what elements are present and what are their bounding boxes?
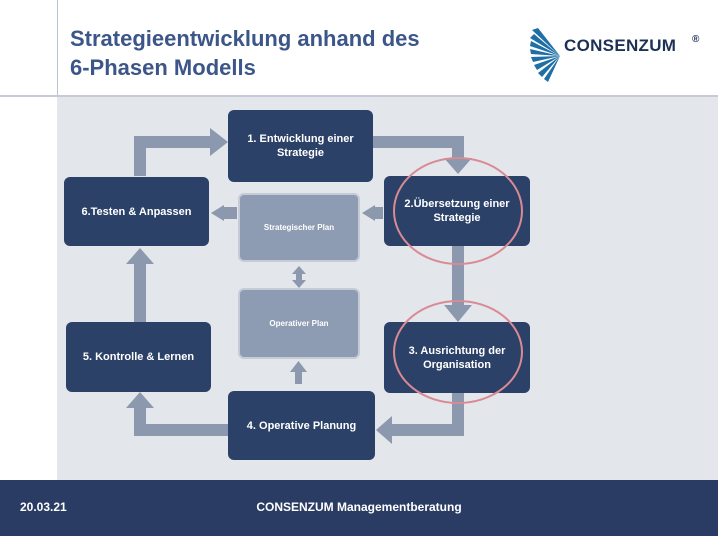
highlight-circle-phase-2 (393, 157, 523, 265)
arrowhead-5-to-6 (126, 248, 154, 264)
phase-3-line-1: 3. Ausrichtung der (408, 344, 506, 357)
phase-6-box: 6.Testen & Anpassen (64, 177, 209, 246)
operative-plan-label: Operativer Plan (269, 319, 329, 328)
arrowhead-2-to-3 (444, 305, 472, 322)
plan-connector-down (292, 280, 306, 288)
plan-connector-shaft (296, 272, 302, 282)
arrow-6-to-1 (134, 136, 210, 176)
arrowhead-6-to-1 (210, 128, 228, 156)
phase-6-line-1: 6.Testen & Anpassen (81, 205, 192, 218)
diagram-panel (57, 97, 718, 480)
phase-1-line-1: 1. Entwicklung einer (247, 133, 354, 145)
arrow-1-to-2 (372, 136, 464, 160)
phase-2-box: 2.Übersetzung einer Strategie (384, 176, 530, 246)
consenzum-fan-logo-icon (530, 28, 560, 82)
arrowhead-1-to-2 (444, 158, 472, 174)
strategic-plan-box: Strategischer Plan (238, 193, 360, 262)
arrowhead-4-to-operative (290, 361, 307, 372)
phase-1-line-2: Strategie (276, 147, 325, 159)
arrowhead-3-to-4 (376, 416, 392, 444)
footer-date: 20.03.21 (20, 500, 67, 514)
consenzum-logo: CONSENZUM ® (530, 26, 711, 86)
arrow-3-to-4 (388, 392, 464, 436)
phase-3-box: 3. Ausrichtung der Organisation (384, 322, 530, 393)
phase-1-box: 1. Entwicklung einer Strategie (228, 110, 373, 182)
footer-bar: 20.03.21 CONSENZUM Managementberatung (0, 480, 718, 536)
phase-5-line-1: 5. Kontrolle & Lernen (82, 351, 195, 363)
phase-4-line-1: 4. Operative Planung (246, 419, 357, 432)
logo-text: CONSENZUM (564, 36, 677, 55)
flow-arrows (126, 128, 472, 444)
footer-company: CONSENZUM Managementberatung (256, 500, 462, 514)
arrowhead-strategic-to-6 (211, 205, 224, 221)
title-line-2: 6-Phasen Modells (70, 55, 256, 80)
phase-2-line-1: 2.Übersetzung einer (404, 198, 510, 210)
highlight-circles (393, 157, 523, 404)
arrow-4-to-operative-shaft (295, 370, 302, 384)
arrowhead-2-to-strategic (362, 205, 375, 221)
phase-3-line-2: Organisation (423, 358, 491, 371)
strategic-plan-label: Strategischer Plan (263, 223, 335, 232)
phase-4-box: 4. Operative Planung (228, 391, 375, 460)
plan-connector-up (292, 266, 306, 274)
highlight-circle-phase-3 (393, 300, 523, 404)
phase-5-box: 5. Kontrolle & Lernen (66, 322, 211, 392)
logo-registered-mark: ® (692, 34, 700, 45)
slide-title: Strategieentwicklung anhand des 6-Phasen… (70, 24, 490, 82)
arrow-4-to-5 (134, 406, 230, 436)
header-divider (0, 95, 718, 97)
phase-2-line-2: Strategie (433, 212, 481, 224)
arrowhead-4-to-5 (126, 392, 154, 408)
operative-plan-box: Operativer Plan (238, 288, 360, 359)
title-line-1: Strategieentwicklung anhand des (70, 26, 420, 51)
